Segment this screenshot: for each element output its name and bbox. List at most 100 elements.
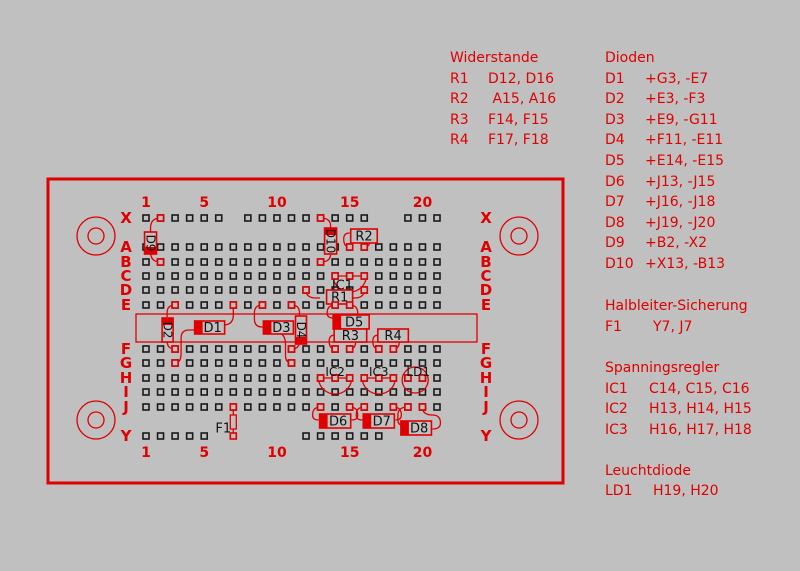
pad: [258, 374, 267, 382]
d4-label: D4: [294, 322, 308, 339]
pad: [287, 403, 296, 411]
pad: [331, 403, 339, 411]
column-label-bottom: 10: [267, 445, 287, 461]
pad: [214, 388, 223, 396]
pad: [185, 359, 194, 367]
pad: [360, 432, 369, 440]
mounting-hole-outer: [499, 216, 539, 256]
d2-cathode-band: [162, 318, 174, 325]
pad: [404, 272, 412, 280]
pad: [214, 258, 223, 266]
component-pad: [316, 403, 325, 411]
row-label-right: B: [480, 253, 491, 271]
legend-pins: +X13, -B13: [645, 255, 726, 272]
row-label-left: I: [123, 383, 129, 401]
pad: [389, 301, 398, 309]
pad: [374, 286, 383, 294]
pad: [214, 286, 223, 294]
pad: [404, 243, 412, 251]
legend-title: Spanningsregler: [605, 359, 720, 376]
component-pad: [418, 403, 427, 411]
row-label-right: C: [480, 267, 491, 285]
component-pad: [156, 258, 165, 266]
pad: [374, 243, 383, 251]
pad: [229, 388, 238, 396]
pad: [244, 272, 252, 280]
pad: [273, 286, 281, 294]
pad: [374, 432, 383, 440]
pad: [418, 258, 427, 266]
pad: [185, 374, 194, 382]
legend-row: D6+J13, -J15: [605, 172, 752, 193]
pad: [273, 388, 281, 396]
row-label-right: D: [480, 281, 492, 299]
component-pad: [316, 214, 325, 222]
pad: [433, 243, 441, 251]
pad: [302, 214, 310, 222]
pad: [433, 403, 441, 411]
pad: [156, 301, 165, 309]
pad: [185, 432, 194, 440]
mounting-hole-inner: [87, 411, 105, 429]
pad: [302, 345, 310, 353]
pad: [200, 214, 208, 222]
pad: [389, 286, 398, 294]
pad: [273, 301, 281, 309]
pad: [142, 374, 150, 382]
pad: [418, 243, 427, 251]
pad: [200, 359, 208, 367]
pad: [345, 359, 354, 367]
pad: [418, 286, 427, 294]
pad: [433, 272, 441, 280]
row-label-left: Y: [120, 427, 133, 445]
pad: [171, 286, 179, 294]
legend-pins: C14, C15, C16: [649, 380, 750, 397]
pad: [316, 286, 325, 294]
pad: [171, 258, 179, 266]
pad: [273, 214, 281, 222]
component-pad: [287, 359, 296, 367]
pad: [273, 374, 281, 382]
pad: [200, 374, 208, 382]
pad: [244, 345, 252, 353]
pad: [185, 243, 194, 251]
legend-ref: R1: [450, 70, 469, 87]
legend-row: D2+E3, -F3: [605, 89, 752, 110]
pad: [273, 243, 281, 251]
pad: [200, 272, 208, 280]
r2-label: R2: [355, 230, 372, 245]
lead-wire: [253, 304, 265, 328]
pad: [287, 286, 296, 294]
legend-ref: D5: [605, 152, 625, 169]
pad: [214, 214, 223, 222]
component-pad: [229, 432, 238, 440]
row-label-left: A: [120, 238, 132, 256]
legend-title: Dioden: [605, 50, 655, 66]
d8-cathode-band: [400, 421, 409, 435]
f1-body: [229, 414, 237, 430]
pad: [142, 272, 150, 280]
pad: [418, 214, 427, 222]
column-label-top: 10: [267, 195, 287, 211]
pad: [258, 272, 267, 280]
row-label-right: F: [481, 340, 491, 358]
mounting-hole-inner: [510, 227, 528, 245]
legend-pins: H13, H14, H15: [649, 401, 752, 418]
pad: [389, 272, 398, 280]
legend-row: D1+G3, -E7: [605, 69, 752, 90]
component-pad: [360, 272, 369, 280]
d2-label: D2: [161, 322, 175, 339]
row-label-right: E: [481, 296, 491, 314]
pad: [374, 301, 383, 309]
pad: [258, 243, 267, 251]
legend-pins: F14, F15: [488, 111, 549, 128]
pad: [185, 345, 194, 353]
component-pad: [258, 301, 267, 309]
lead-wire: [421, 406, 442, 430]
d3-label: D3: [272, 321, 290, 336]
pad: [331, 388, 339, 396]
component-pad: [302, 286, 310, 294]
d6-label: D6: [329, 415, 347, 430]
legend-ref: D8: [605, 214, 625, 231]
